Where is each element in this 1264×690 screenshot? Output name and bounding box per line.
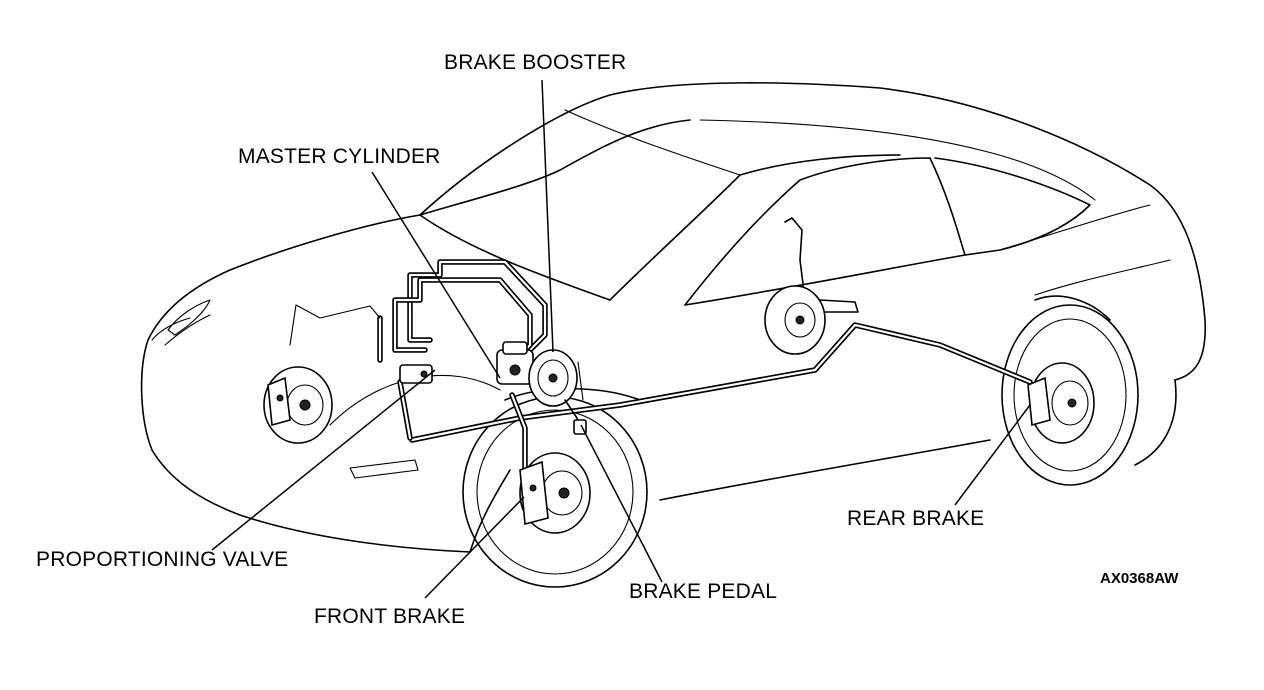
car-body (140, 82, 1206, 553)
front-brake-label: FRONT BRAKE (314, 605, 466, 628)
master-cylinder-assembly (496, 341, 534, 385)
rear-brake-label: REAR BRAKE (847, 507, 985, 530)
rear-wheel (1001, 304, 1139, 486)
brake-lines (289, 259, 1033, 473)
left-front-brake (263, 366, 333, 444)
master-cylinder-label: MASTER CYLINDER (238, 145, 441, 168)
brake-booster-unit (528, 349, 584, 407)
leader-lines (211, 79, 1031, 599)
front-brake-part (519, 452, 591, 534)
proportioning-valve-part (399, 364, 433, 384)
figure-code: AX0368AW (1100, 570, 1179, 587)
brake-pedal-label: BRAKE PEDAL (629, 580, 778, 603)
brake-booster-label: BRAKE BOOSTER (444, 51, 627, 74)
rear-suspension-knuckle (764, 217, 859, 355)
proportioning-valve-label: PROPORTIONING VALVE (36, 548, 289, 571)
rear-brake-part (1027, 362, 1095, 444)
